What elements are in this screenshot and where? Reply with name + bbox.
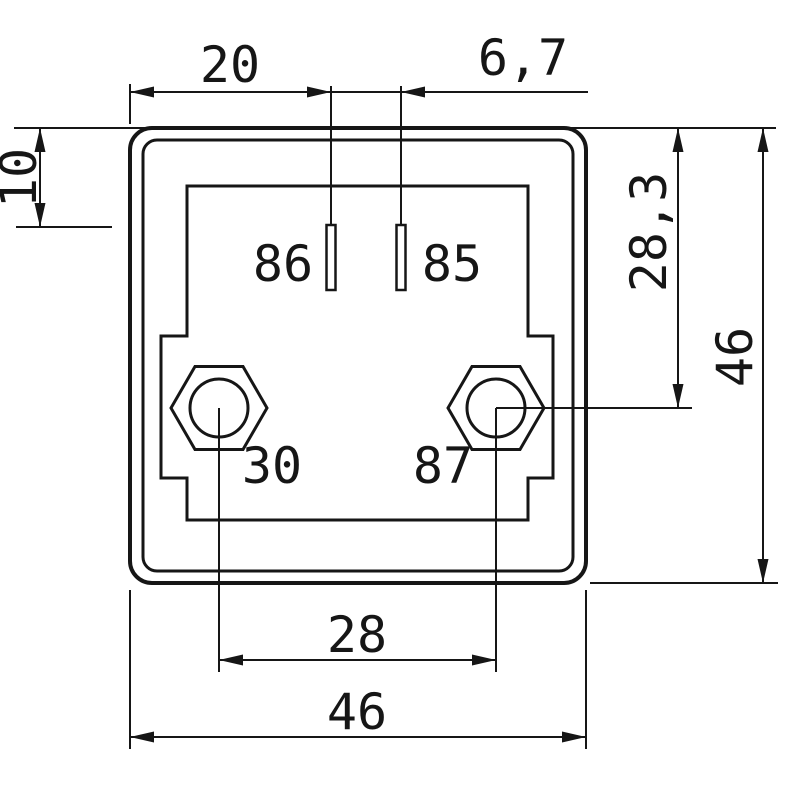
dim-right-inner-value: 28,3: [620, 172, 678, 292]
dim-bottom-inner-value: 28: [327, 606, 387, 664]
terminal-30-hole: [188, 377, 250, 439]
terminal-30-hex-nut: [169, 365, 269, 451]
arrow-bottom-outer-right-icon: [562, 731, 586, 743]
terminal-30-label: 30: [242, 437, 302, 495]
socket-outline-group: [128, 126, 588, 585]
arrow-right-inner-up-icon: [672, 128, 684, 152]
arrow-right-outer-down-icon: [757, 559, 769, 583]
arrow-right-inner-down-icon: [672, 384, 684, 408]
dim-top-left-value: 20: [200, 36, 260, 94]
dim-right-outer-value: 46: [706, 327, 764, 387]
inner-case-outline: [141, 138, 575, 573]
arrow-bottom-inner-left-icon: [219, 654, 243, 666]
terminals-group: [169, 223, 546, 451]
arrow-top-left-icon: [130, 86, 154, 98]
terminal-labels-group: 86 85 30 87: [242, 235, 482, 495]
arrow-bottom-outer-left-icon: [130, 731, 154, 743]
outer-case-outline: [128, 126, 588, 585]
terminal-87-hex-nut: [446, 365, 546, 451]
arrow-right-outer-up-icon: [757, 128, 769, 152]
terminal-85-label: 85: [422, 235, 482, 293]
terminal-86-label: 86: [253, 235, 313, 293]
arrowheads-group: [34, 86, 769, 743]
arrow-left-down-icon: [34, 203, 46, 227]
terminal-86-slot: [325, 223, 337, 292]
dim-bottom-outer-value: 46: [327, 683, 387, 741]
dim-top-right-value: 6,7: [478, 29, 568, 87]
arrow-left-up-icon: [34, 128, 46, 152]
terminal-87-hole: [465, 377, 527, 439]
dimension-lines-group: [14, 84, 778, 749]
arrow-bottom-inner-right-icon: [472, 654, 496, 666]
dimension-labels-group: 20 6,7 10 28,3 46 28 46: [0, 29, 764, 741]
terminal-87-label: 87: [413, 437, 473, 495]
cavity-stepped-outline: [159, 184, 555, 522]
arrow-top-right-icon: [401, 86, 425, 98]
terminal-85-slot: [395, 223, 407, 292]
dim-left-value: 10: [0, 148, 48, 208]
arrow-top-mid-icon: [307, 86, 331, 98]
